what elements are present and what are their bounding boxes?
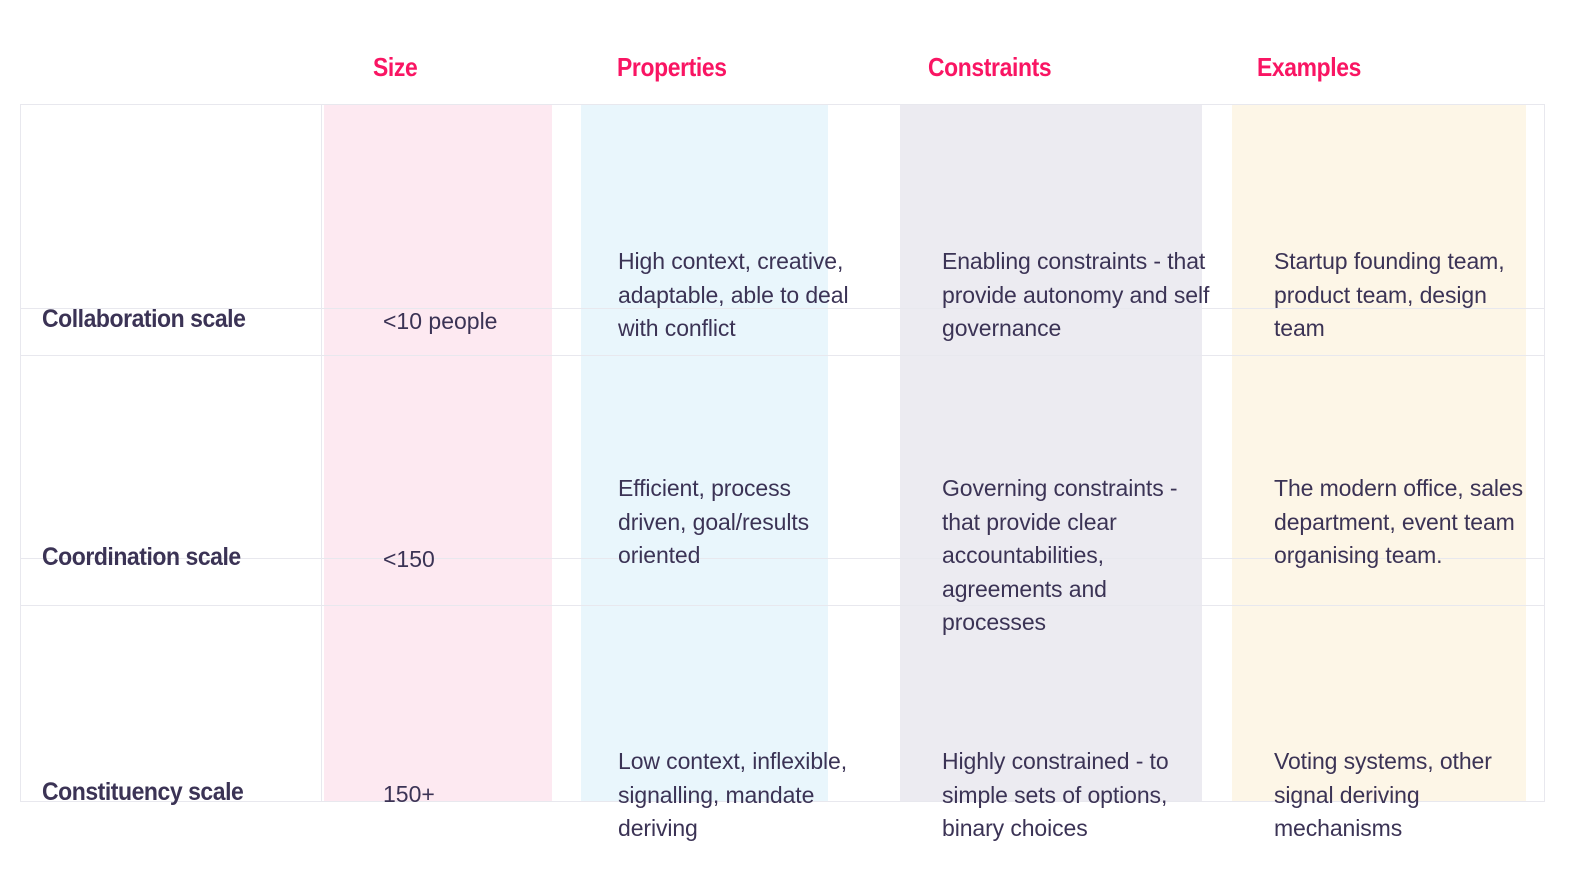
column-header-properties: Properties	[617, 52, 727, 82]
column-band-size	[324, 104, 552, 802]
cell-size-row-2: <150	[383, 546, 435, 572]
column-header-constraints: Constraints	[928, 52, 1052, 82]
cell-examples-row-3: Voting systems, other signal deriving me…	[1274, 748, 1492, 841]
cell-size-row-3: 150+	[383, 781, 435, 807]
row-divider-2	[20, 355, 1545, 356]
cell-constraints-row-3: Highly constrained - to simple sets of o…	[942, 748, 1169, 841]
cell-examples-row-2: The modern office, sales department, eve…	[1274, 475, 1524, 568]
table-left-border	[20, 104, 21, 802]
cell-properties-row-1: High context, creative, adaptable, able …	[618, 248, 849, 341]
column-header-examples: Examples	[1257, 52, 1362, 82]
scale-column-divider	[321, 104, 322, 802]
table-row: Collaboration scale	[42, 305, 246, 333]
table-row: Constituency scale	[42, 778, 244, 806]
cell-constraints-row-1: Enabling constraints - that provide auto…	[942, 248, 1210, 341]
table-bottom-border	[20, 801, 1545, 802]
row-divider-4	[20, 605, 1545, 606]
cell-properties-row-2: Efficient, process driven, goal/results …	[618, 475, 810, 568]
row-divider-3	[20, 558, 1545, 559]
column-band-examples	[1232, 104, 1526, 802]
column-band-properties	[581, 104, 828, 802]
row-divider-1	[20, 308, 1545, 309]
cell-size-row-1: <10 people	[383, 308, 498, 334]
cell-constraints-row-2: Governing constraints - that provide cle…	[942, 475, 1178, 635]
cell-properties-row-3: Low context, inflexible, signalling, man…	[618, 748, 848, 841]
comparison-table: Collaboration scale <10 people High cont…	[20, 104, 1545, 841]
table-row: Coordination scale	[42, 543, 241, 571]
cell-examples-row-1: Startup founding team, product team, des…	[1274, 248, 1505, 341]
table-right-border	[1544, 104, 1545, 802]
column-header-size: Size	[373, 52, 418, 82]
table-header-row: Size Properties Constraints Examples	[0, 0, 1588, 104]
table-top-border	[20, 104, 1545, 105]
column-band-constraints	[900, 104, 1202, 802]
